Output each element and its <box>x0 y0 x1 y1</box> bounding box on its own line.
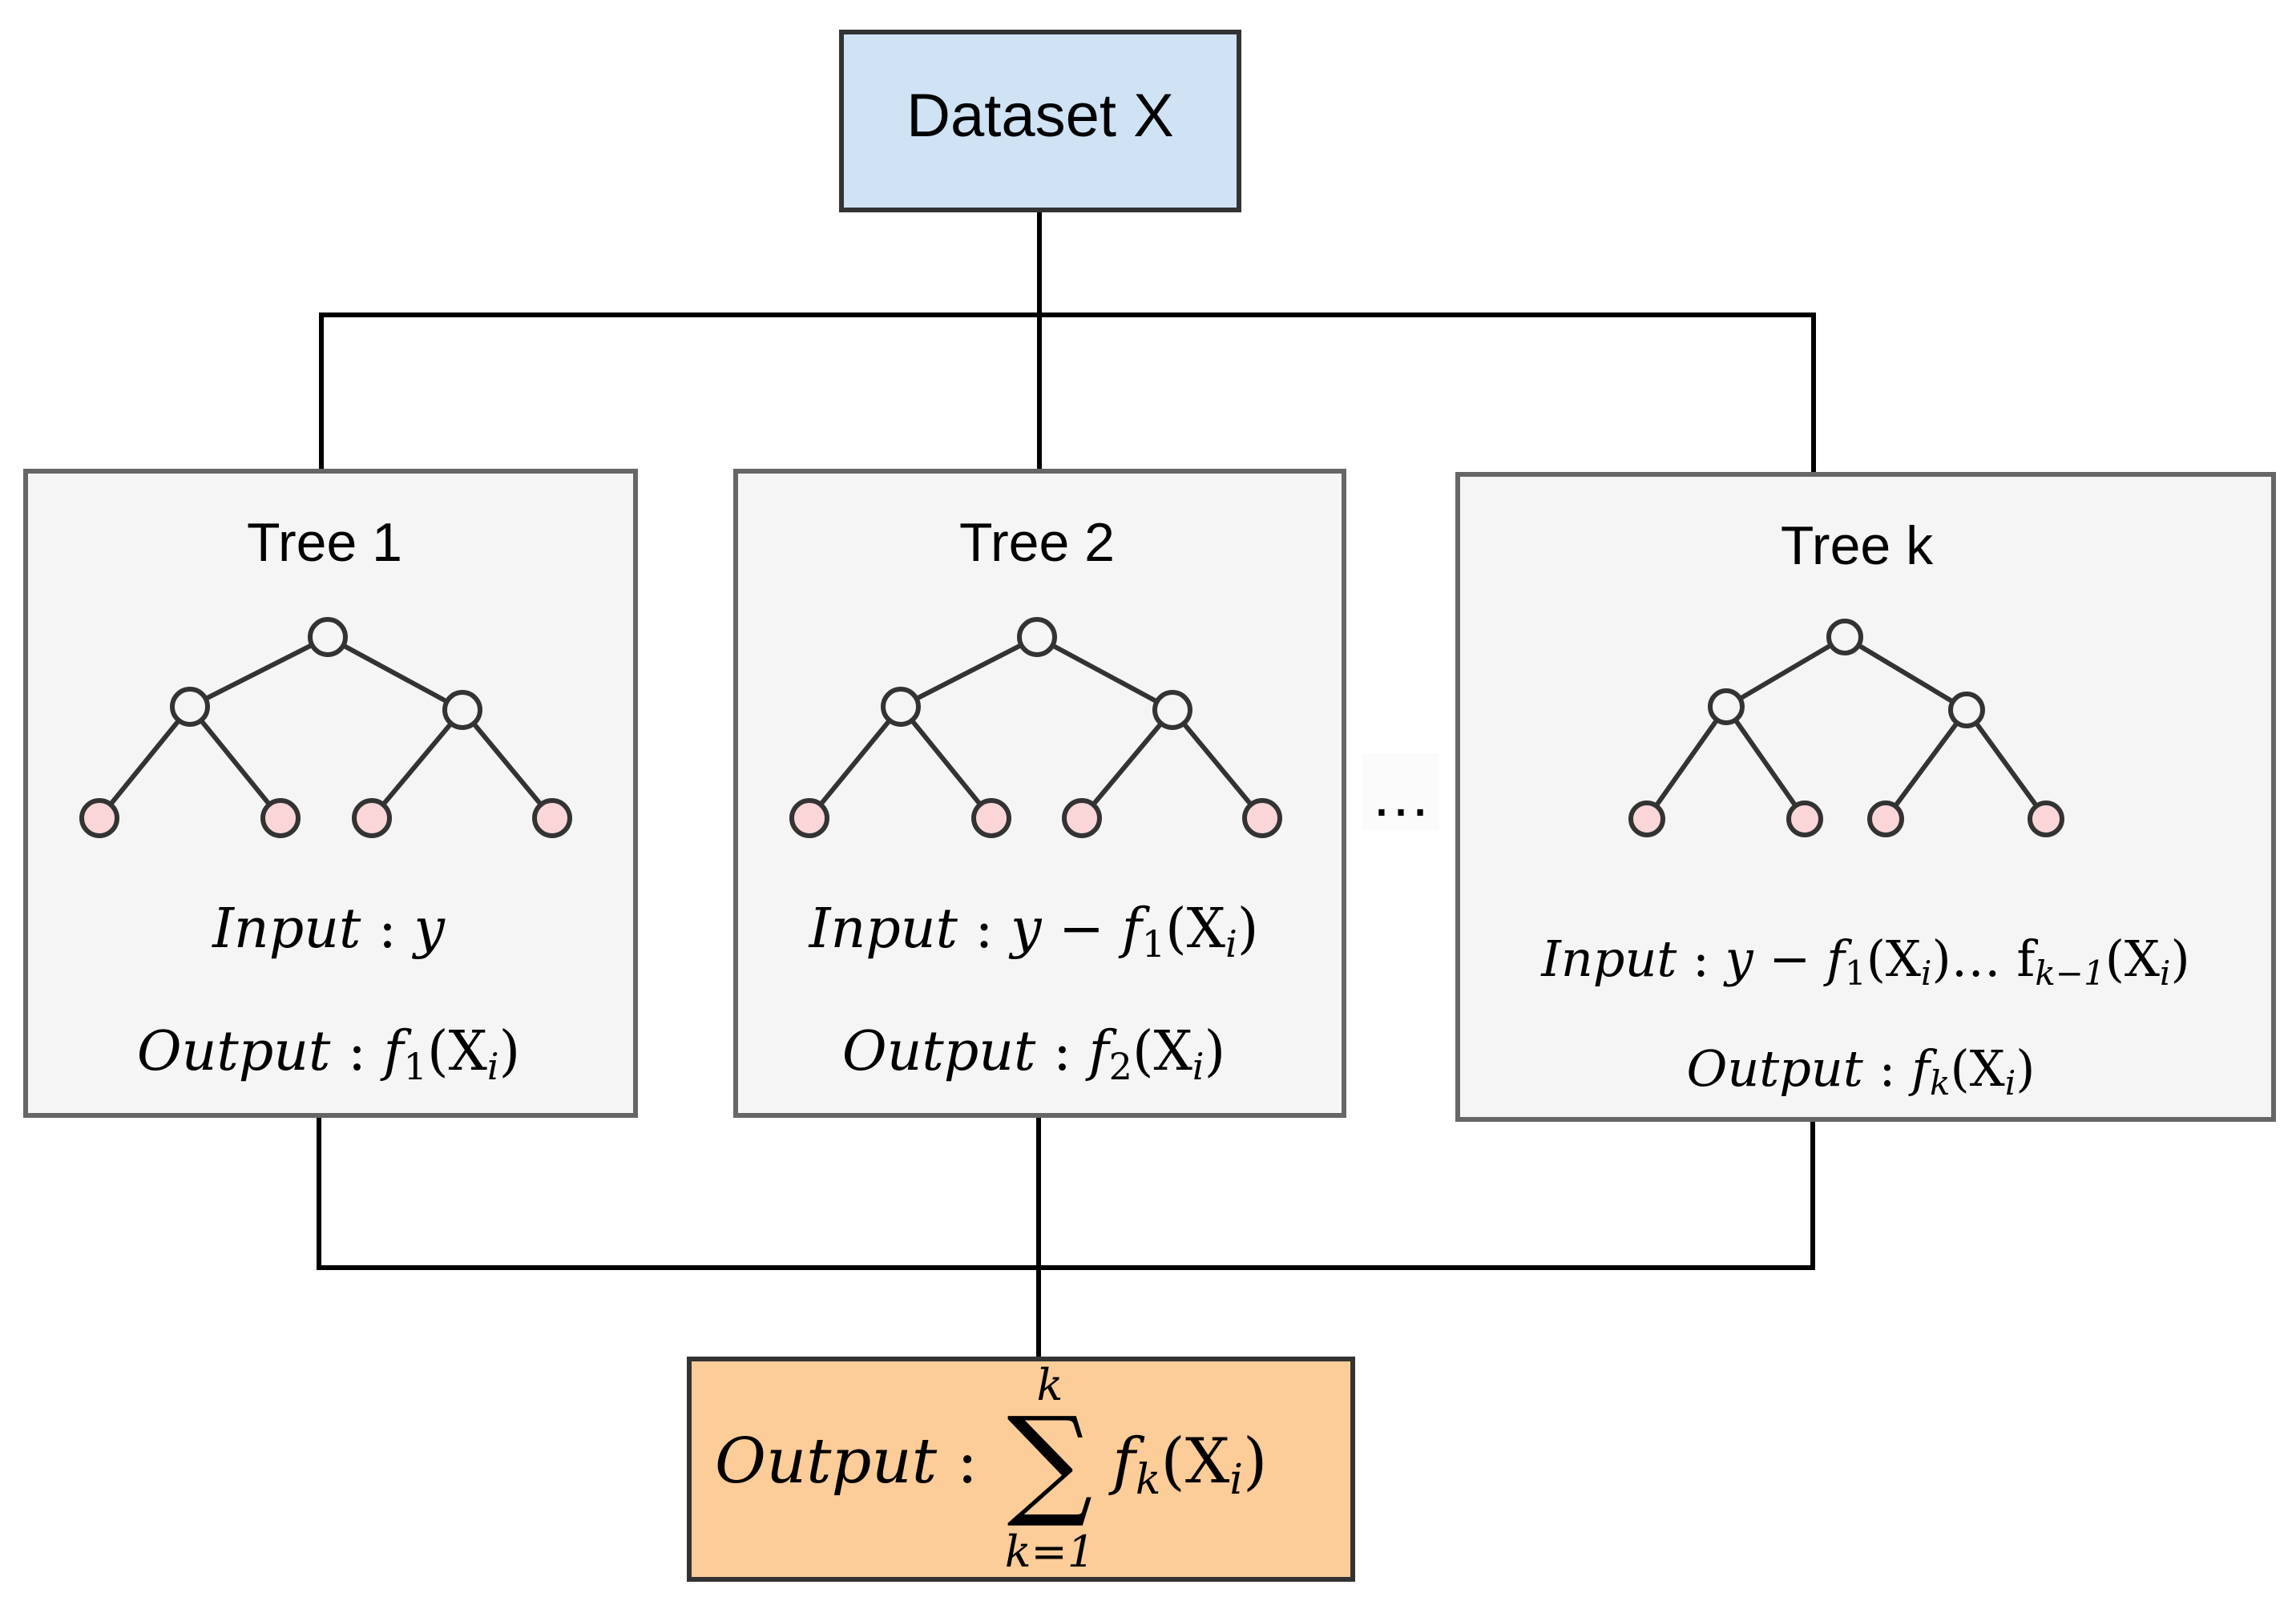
tree-1-input: Input : y <box>211 897 446 961</box>
internal-node <box>1017 617 1057 657</box>
ellipsis-text: … <box>1370 761 1431 829</box>
dataset-box: Dataset X <box>839 30 1241 212</box>
tree-edge <box>97 705 192 820</box>
leaf-node <box>2028 800 2064 837</box>
tree-k-output: Output : fk(Xi) <box>1687 1039 2036 1103</box>
tree-2-graph <box>789 617 1282 838</box>
tree-edge <box>1035 635 1174 712</box>
tree-1-output: Output : f1(Xi) <box>137 1020 520 1088</box>
tree-k-rect <box>1455 472 2276 1122</box>
tree-edge <box>188 635 329 709</box>
leaf-node <box>789 798 829 838</box>
final-output-label: Output : <box>715 1426 978 1498</box>
tree-edge <box>899 635 1039 709</box>
tree-k-title: Tree k <box>1781 515 1934 576</box>
leaf-node <box>1242 798 1282 838</box>
leaf-node <box>971 798 1011 838</box>
tree-edge <box>188 705 283 820</box>
internal-node <box>881 687 921 727</box>
ellipsis-marker: … <box>1362 753 1439 830</box>
leaf-node <box>260 798 301 838</box>
tree-edge <box>1725 635 1846 709</box>
tree-edge <box>1964 708 2048 821</box>
tree-edge <box>326 635 464 712</box>
leaf-node <box>1786 800 1823 837</box>
bottom-connectors <box>317 1115 1815 1358</box>
tree-edge <box>1079 708 1175 820</box>
internal-node <box>170 687 210 727</box>
tree-1-title: Tree 1 <box>247 512 402 573</box>
tree-k-input: Input : y − f1(Xi)… fk−1(Xi) <box>1540 930 2189 993</box>
top-connectors <box>319 210 1816 481</box>
tree-k-box: Tree k Input : y − f1(Xi)… fk−1(Xi) Outp… <box>1455 472 2276 1122</box>
leaf-node <box>1867 800 1904 837</box>
leaf-node <box>79 798 119 838</box>
leaf-node <box>1628 800 1665 837</box>
bottom-branch-line <box>317 1115 1815 1270</box>
final-output-box: Output : ∑ k k=1 fk(Xi) <box>687 1357 1355 1582</box>
tree-k-graph <box>1628 619 2064 837</box>
leaf-node <box>532 798 572 838</box>
tree-edge <box>460 708 555 820</box>
tree-edge <box>807 705 903 820</box>
tree-1-graph <box>79 617 572 838</box>
internal-node <box>1152 690 1192 730</box>
final-output-rect <box>687 1357 1355 1582</box>
tree-edge <box>1883 708 1969 821</box>
sigma-lower-limit: k=1 <box>1005 1526 1095 1577</box>
internal-node <box>1708 688 1745 725</box>
tree-1-box: Tree 1 Input : y Output : f1(Xi) <box>23 469 638 1118</box>
tree-edge <box>1724 705 1807 821</box>
tree-2-input: Input : y − f1(Xi) <box>808 897 1259 966</box>
tree-edge <box>1644 705 1729 821</box>
leaf-node <box>352 798 392 838</box>
internal-node <box>1948 692 1985 728</box>
top-branch-line <box>319 313 1816 473</box>
dataset-box-rect <box>839 30 1241 212</box>
ellipsis-background <box>1362 753 1439 830</box>
tree-edge <box>1170 708 1265 820</box>
sigma-symbol: ∑ <box>1007 1392 1092 1531</box>
tree-edge <box>898 705 994 820</box>
tree-edge <box>1843 635 1968 712</box>
tree-2-output: Output : f2(Xi) <box>842 1020 1225 1088</box>
tree-2-box: Tree 2 Input : y − f1(Xi) Output : f2(Xi… <box>733 469 1346 1118</box>
internal-node <box>308 617 348 657</box>
internal-node <box>1826 619 1863 655</box>
sigma-upper-limit: k <box>1037 1360 1063 1410</box>
dataset-label: Dataset X <box>906 82 1174 150</box>
final-output-expression: fk(Xi) <box>1108 1426 1267 1504</box>
tree-edge <box>369 708 465 820</box>
leaf-node <box>1062 798 1102 838</box>
tree-2-title: Tree 2 <box>959 512 1115 573</box>
internal-node <box>442 690 482 730</box>
